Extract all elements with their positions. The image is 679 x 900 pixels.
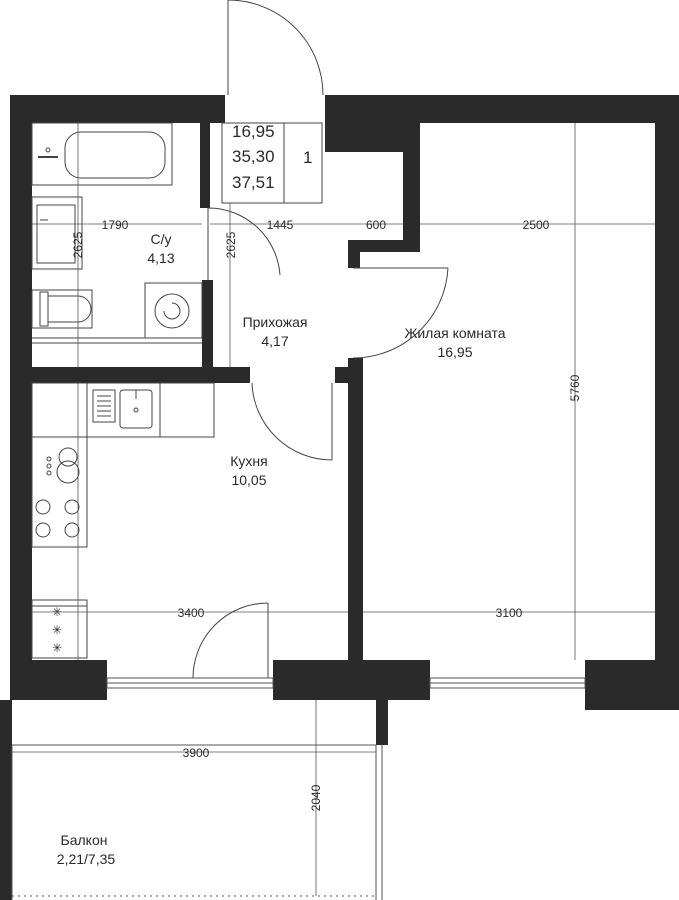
- wall-closet-stub: [348, 240, 360, 268]
- wall-right: [655, 95, 679, 705]
- living-room-area: 16,95: [437, 344, 472, 360]
- hob-burner: [56, 460, 80, 484]
- bathroom-name: С/у: [151, 231, 172, 247]
- hob-burner: [58, 447, 78, 467]
- bathtub-inner: [64, 131, 166, 179]
- hallway-area: 4,17: [261, 333, 288, 349]
- kitchen-name: Кухня: [230, 453, 267, 469]
- balcony-wall-left: [0, 700, 12, 900]
- bathroom-area: 4,13: [147, 250, 174, 266]
- wall-bath-kitchen: [10, 367, 250, 383]
- dim-bath-width: 1790: [102, 218, 129, 232]
- stove-burner: [35, 499, 51, 515]
- dim-living-width-top: 2500: [523, 218, 550, 232]
- washbasin: [31, 196, 83, 270]
- sink-drainer: [92, 389, 116, 423]
- wall-bottom-mid: [273, 660, 430, 700]
- fridge: [31, 599, 88, 659]
- dim-living-width-bottom: 3100: [496, 606, 523, 620]
- entrance-closet: [221, 122, 323, 204]
- wall-kitchen-living: [348, 358, 363, 660]
- dimension-lines: [12, 123, 655, 896]
- washing-machine-drum: [154, 293, 190, 329]
- hallway-name: Прихожая: [243, 314, 308, 330]
- dimension-texts: 1790 1445 600 2500 2625 2625 5760 3400 3…: [71, 218, 582, 811]
- wall-closet: [403, 123, 420, 243]
- walls: [0, 95, 679, 900]
- stove-burner: [64, 522, 80, 538]
- living-room-name: Жилая комната: [404, 325, 505, 341]
- wall-closet-bottom: [348, 240, 420, 252]
- dim-balcony-width: 3900: [183, 746, 210, 760]
- kitchen-door-arc: [251, 382, 333, 461]
- svg-text:✳: ✳: [52, 641, 62, 655]
- washbasin-bowl: [36, 204, 76, 264]
- dim-bath-depth: 2625: [71, 231, 85, 258]
- dim-living-depth: 5760: [568, 374, 582, 401]
- entrance-door-arc: [227, 0, 324, 96]
- room-labels: С/у 4,13 Прихожая 4,17 Жилая комната 16,…: [57, 231, 506, 867]
- summary-area-living: 16,95: [232, 122, 275, 141]
- wall-bottom-right: [585, 660, 679, 710]
- summary-area-total: 35,30: [232, 147, 275, 166]
- toilet: [31, 289, 93, 329]
- bath-door-arc: [207, 207, 281, 276]
- dim-hall-width: 1445: [267, 218, 294, 232]
- bathtub: [31, 122, 173, 186]
- svg-text:✳: ✳: [52, 623, 62, 637]
- wall-bottom-left: [10, 660, 107, 700]
- dim-kitchen-width: 3400: [178, 606, 205, 620]
- toilet-bowl: [48, 295, 92, 323]
- summary-room-count: 1: [303, 148, 312, 167]
- kitchen-counter-side: [31, 436, 88, 548]
- kitchen-area: 10,05: [231, 472, 266, 488]
- wall-top-left: [10, 95, 225, 123]
- wall-left: [10, 95, 32, 700]
- dim-balcony-depth: 2040: [309, 784, 323, 811]
- windows: [11, 677, 586, 900]
- wall-bath-partition-bottom: [202, 280, 213, 375]
- balcony-wall-right: [376, 700, 388, 745]
- fixtures: [31, 122, 323, 659]
- dim-hall-depth: 2625: [224, 231, 238, 258]
- doors: [192, 0, 449, 679]
- dim-closet-width: 600: [366, 218, 386, 232]
- living-door-arc: [352, 267, 449, 359]
- wall-bath-partition-top: [200, 123, 210, 208]
- stove-burner: [64, 499, 80, 515]
- washing-machine: [144, 282, 203, 339]
- balcony-area: 2,21/7,35: [57, 851, 116, 867]
- balcony-door-arc: [192, 602, 269, 679]
- kitchen-counter-top: [31, 382, 215, 438]
- summary-area-with-balcony: 37,51: [232, 173, 275, 192]
- stove-burner: [35, 522, 51, 538]
- balcony-name: Балкон: [61, 832, 108, 848]
- fridge-marks: ✳ ✳ ✳: [52, 605, 62, 655]
- summary-box: 16,95 35,30 37,51 1: [232, 122, 312, 192]
